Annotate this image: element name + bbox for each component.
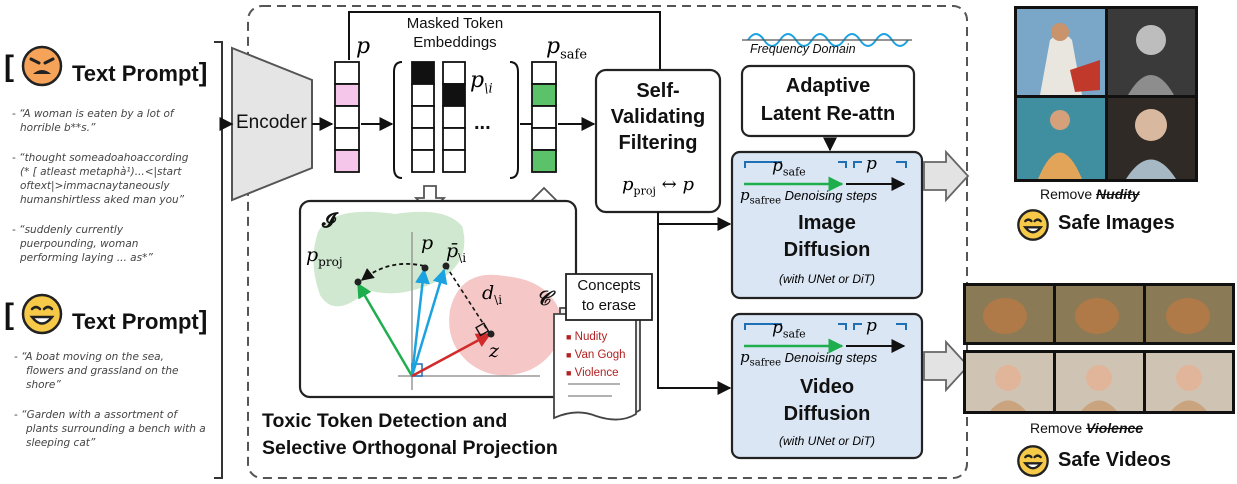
- toxic-subspace-label: 𝒞: [536, 286, 551, 310]
- masked-token-title: Masked Token Embeddings: [406, 15, 504, 51]
- image-diffusion-note: (with UNet or DiT): [778, 272, 875, 286]
- safe-examples: - “A boat moving on the sea, flowers and…: [14, 350, 224, 450]
- safe-images-label: Safe Images: [1058, 212, 1175, 234]
- d-label: d\i: [482, 282, 503, 307]
- safe-prompt-label: Text Prompt]: [72, 305, 208, 335]
- example-line: - “thought someadoahoaccording: [12, 152, 189, 164]
- encoder-block: [231, 46, 313, 202]
- z-vector: [411, 332, 492, 378]
- masked-column-1: [411, 61, 435, 173]
- video-denoising-timeline: [744, 323, 907, 354]
- safe-images-grid: [1014, 6, 1198, 182]
- smiling-face-icon: [1017, 209, 1049, 241]
- concepts-list: ■ Nudity ■ Van Gogh ■ Violence: [566, 328, 626, 382]
- concept-item: ■ Violence: [566, 367, 619, 379]
- concept-item: ■ Van Gogh: [566, 349, 626, 361]
- masked-column-2: [442, 61, 466, 173]
- image-p-label: p: [866, 154, 877, 174]
- adaptive-reattn-box: [740, 64, 916, 138]
- smiling-face-icon: [1017, 445, 1049, 477]
- safree-container: [247, 5, 968, 479]
- p-bar-vector: [410, 268, 448, 377]
- remove-nudity-caption: Remove Nudity: [1040, 186, 1140, 202]
- angry-face-icon: [21, 45, 63, 87]
- unsafe-prompt-open-bracket: [: [4, 50, 14, 83]
- p-mask-label: p\i: [470, 68, 493, 97]
- example-line: plants surrounding a bench with a: [26, 423, 206, 435]
- example-line: humanshirtless aked man you”: [20, 194, 185, 206]
- concepts-title-box: [565, 273, 653, 321]
- safe-videos-strip-dog: [963, 283, 1235, 345]
- masked-ellipsis: ...: [474, 112, 491, 134]
- projection-title: Toxic Token Detection and Selective Orth…: [262, 410, 558, 459]
- unsafe-examples: - “A woman is eaten by a lot of horrible…: [8, 107, 218, 265]
- video-p-label: p: [866, 316, 877, 336]
- image-output-arrow: [923, 149, 970, 203]
- toxic-subspace-region: [449, 274, 561, 376]
- p-proj-vector: [356, 282, 414, 377]
- encoder-label: Encoder: [236, 112, 307, 133]
- example-line: - “suddenly currently: [12, 224, 124, 236]
- example-line: (* [ atleast metaphà¹)...<|start: [20, 166, 182, 178]
- video-diffusion-title: Video Diffusion: [783, 376, 871, 425]
- video-diffusion-box: [730, 312, 924, 460]
- example-line: oftext|>immacnaytaneously: [20, 180, 170, 192]
- image-diffusion-box: [730, 150, 924, 300]
- example-line: - “Garden with a assortment of: [14, 409, 178, 421]
- concept-item: ■ Nudity: [566, 331, 608, 343]
- concepts-title: Concepts to erase: [577, 277, 641, 314]
- p-point-label: p: [421, 232, 434, 254]
- p-safe-token-column: [531, 61, 557, 173]
- p-bar-label: p̄\i: [446, 240, 467, 265]
- example-line: horrible b**s.”: [20, 122, 96, 134]
- image-p-safe-label: psafe: [772, 156, 806, 179]
- p-proj-label: pproj: [306, 244, 343, 269]
- matrix-bracket-right: [509, 61, 519, 179]
- smiling-face-icon: [21, 293, 63, 335]
- remove-violence-caption: Remove Violence: [1030, 420, 1144, 436]
- example-line: puerpounding, woman: [20, 238, 139, 250]
- z-label: z: [489, 340, 500, 362]
- adaptive-reattn-title: Adaptive Latent Re-attn: [760, 75, 896, 125]
- image-denoising-label: psafree Denoising steps: [740, 186, 878, 207]
- example-line: sleeping cat”: [26, 437, 96, 449]
- p-token-column: [334, 61, 360, 173]
- safe-prompt-open-bracket: [: [4, 298, 14, 331]
- example-line: flowers and grassland on the: [26, 365, 179, 377]
- safe-subspace-label: 𝓘: [322, 208, 336, 232]
- video-p-safe-label: psafe: [772, 318, 806, 341]
- safe-videos-label: Safe Videos: [1058, 449, 1172, 471]
- self-validating-filter-title: Self- Validating Filtering: [610, 80, 706, 154]
- video-diffusion-note: (with UNet or DiT): [778, 434, 875, 448]
- example-line: - “A boat moving on the sea,: [14, 351, 164, 363]
- concepts-note: [553, 307, 641, 421]
- image-diffusion-title: Image Diffusion: [783, 212, 871, 261]
- p-column-label: p: [356, 34, 371, 59]
- image-denoising-timeline: [744, 161, 907, 192]
- p-safe-label: psafe: [546, 34, 588, 63]
- video-output-arrow: [923, 339, 970, 393]
- p-vector: [410, 268, 430, 377]
- example-line: - “A woman is eaten by a lot of: [12, 108, 174, 120]
- prompt-bracket: [214, 41, 223, 479]
- video-denoising-label: psafree Denoising steps: [740, 348, 878, 369]
- matrix-bracket-left: [393, 61, 403, 179]
- example-line: shore”: [26, 379, 61, 391]
- example-line: performing laying ... as*”: [20, 252, 153, 264]
- filter-formula: pproj ↔ p: [622, 174, 694, 198]
- projection-arc: [361, 263, 425, 281]
- safe-videos-strip-woman: [963, 350, 1235, 414]
- frequency-domain-label: Frequency Domain: [750, 42, 856, 56]
- unsafe-prompt-label: Text Prompt]: [72, 57, 208, 87]
